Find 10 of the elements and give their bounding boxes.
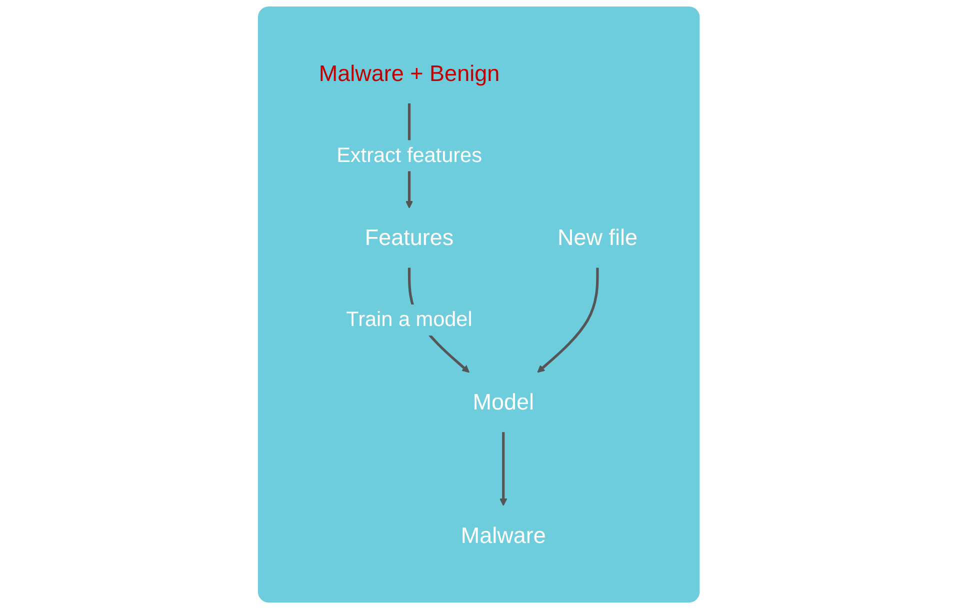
cluster	[258, 6, 700, 603]
node-text: Model	[472, 388, 534, 415]
arrow	[536, 268, 598, 373]
edge-label: Train a model	[346, 308, 472, 332]
arrow	[499, 432, 507, 506]
node-text: Malware + Benign	[318, 60, 500, 86]
edge-label: Extract features	[336, 144, 482, 167]
node-text: Malware	[460, 522, 546, 548]
node-text: Features	[364, 224, 454, 250]
node-text: New file	[557, 224, 638, 250]
